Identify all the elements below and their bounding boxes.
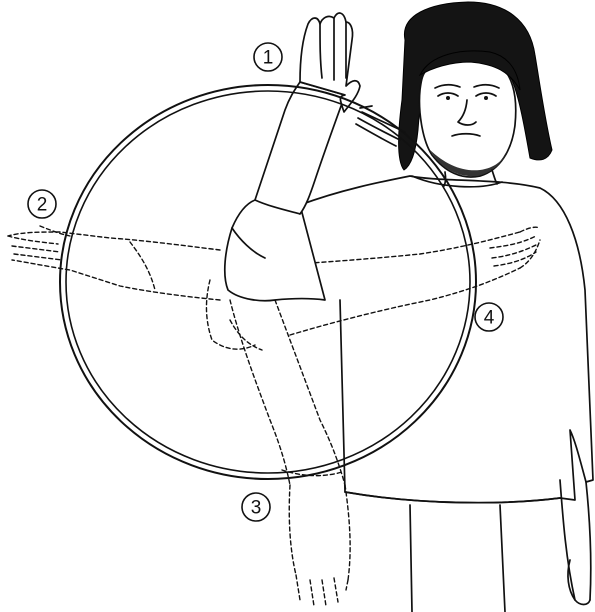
person-torso xyxy=(300,176,593,612)
step-marker-3: 3 xyxy=(242,493,270,521)
step-marker-2: 2 xyxy=(28,190,56,218)
step-label-4: 4 xyxy=(484,308,495,329)
step-marker-1: 1 xyxy=(254,43,282,71)
person-head xyxy=(399,2,553,187)
step-marker-4: 4 xyxy=(475,303,503,331)
arm-position-2-ghost xyxy=(8,226,220,300)
step-label-2: 2 xyxy=(37,195,48,216)
step-label-3: 3 xyxy=(251,498,262,519)
arm-position-3-ghost xyxy=(230,300,350,606)
step-label-1: 1 xyxy=(263,48,274,69)
